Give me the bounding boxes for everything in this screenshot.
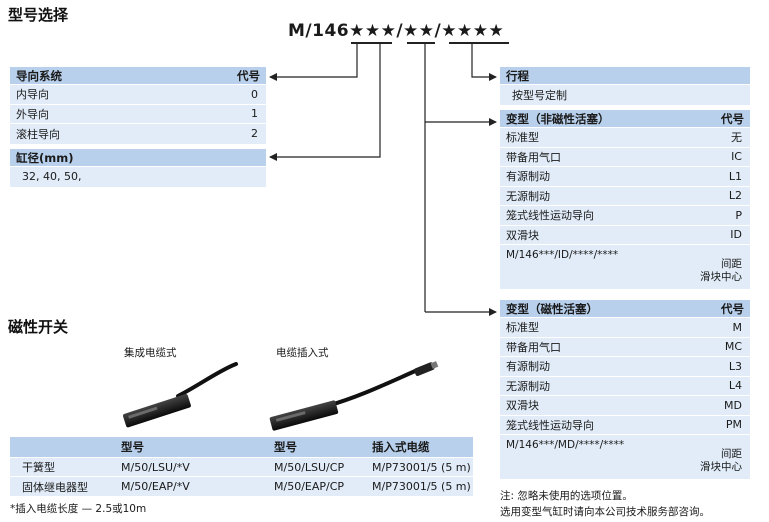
switch-table-header: 型号 型号 插入式电缆 <box>10 437 473 458</box>
model-code: M/146★★★/★★/★★★★ <box>288 21 505 41</box>
bore-header: 缸径(mm) <box>10 149 266 167</box>
guide-system-table: 导向系统 代号 内导向 0 外导向 1 滚柱导向 2 <box>10 67 266 144</box>
table-row: 外导向 1 <box>10 105 266 124</box>
example-label-spacing: 间距 <box>721 258 742 270</box>
table-row: 内导向 0 <box>10 85 266 105</box>
stroke-table: 行程 按型号定制 <box>500 67 750 105</box>
integrated-cable-label: 集成电缆式 <box>124 347 177 359</box>
example-label-slider-center: 滑块中心 <box>700 271 742 283</box>
variant-nonmagnetic-header: 变型（非磁性活塞） 代号 <box>500 110 750 128</box>
model-code-underline-1 <box>351 42 392 44</box>
switch-table: 型号 型号 插入式电缆 干簧型 M/50/LSU/*V M/50/LSU/CP … <box>10 437 473 496</box>
integrated-cable-switch-image <box>122 362 238 428</box>
notes: 注: 忽略未使用的选项位置。 选用变型气缸时请向本公司技术服务部咨询。 <box>500 488 765 520</box>
table-row: 固体继电器型 M/50/EAP/*V M/50/EAP/CP M/P73001/… <box>22 480 471 494</box>
table-row: 干簧型 M/50/LSU/*V M/50/LSU/CP M/P73001/5 (… <box>10 458 473 477</box>
guide-system-header-code: 代号 <box>237 68 260 83</box>
example-label-spacing: 间距 <box>721 448 742 460</box>
magnetic-switch-title: 磁性开关 <box>8 318 69 336</box>
plug-in-cable-switch-image <box>269 361 439 431</box>
model-code-underline-2 <box>407 42 435 44</box>
model-selection-title: 型号选择 <box>8 6 69 24</box>
example-code: M/146***/ID/****/**** <box>506 249 619 261</box>
stroke-value: 按型号定制 <box>512 88 567 102</box>
guide-system-header: 导向系统 代号 <box>10 67 266 85</box>
table-row: 按型号定制 <box>500 85 750 105</box>
model-code-underline-3 <box>449 42 509 44</box>
example-code: M/146***/MD/****/**** <box>506 439 625 451</box>
plug-in-cable-label: 电缆插入式 <box>276 347 329 359</box>
guide-system-header-label: 导向系统 <box>16 68 62 83</box>
table-row: 32, 40, 50, <box>10 167 266 187</box>
example-label-slider-center: 滑块中心 <box>700 461 742 473</box>
bore-values: 32, 40, 50, <box>22 170 82 184</box>
stroke-header: 行程 <box>500 67 750 85</box>
bore-header-label: 缸径(mm) <box>16 150 74 165</box>
bore-table: 缸径(mm) 32, 40, 50, <box>10 149 266 187</box>
variant-magnetic-example: M/146***/MD/****/**** 间距 滑块中心 <box>500 435 750 479</box>
stroke-header-label: 行程 <box>506 68 529 83</box>
variant-nonmagnetic-example: M/146***/ID/****/**** 间距 滑块中心 <box>500 245 750 289</box>
cable-length-footnote: *插入电缆长度 — 2.5或10m <box>10 503 147 515</box>
table-row: 标准型无 <box>500 128 750 148</box>
note-line-1: 注: 忽略未使用的选项位置。 <box>500 490 633 502</box>
variant-magnetic-header: 变型（磁性活塞） 代号 <box>500 300 750 318</box>
note-line-2: 选用变型气缸时请向本公司技术服务部咨询。 <box>500 506 710 518</box>
table-row: 滚柱导向 2 <box>16 127 258 141</box>
